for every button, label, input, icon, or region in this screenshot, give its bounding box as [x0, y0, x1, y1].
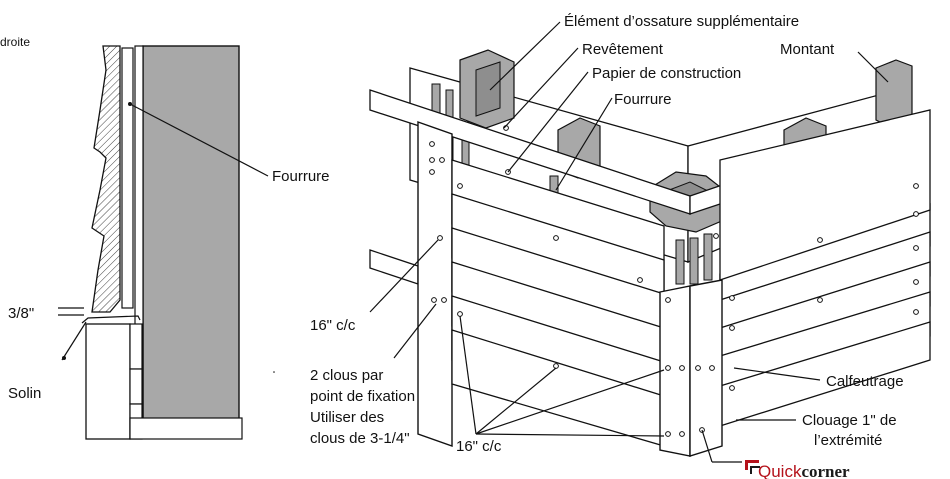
label-sheathing: Revêtement [582, 41, 664, 58]
label-nails-3: Utiliser des [310, 409, 384, 426]
label-nailing-1: Clouage 1" de [802, 412, 897, 429]
label-nails-1: 2 clous par [310, 367, 383, 384]
label-flashing: Solin [8, 385, 41, 402]
label-extra-framing: Élément d’ossature supplémentaire [564, 13, 799, 30]
furring-strip [703, 233, 713, 281]
corner-board-side [689, 279, 723, 457]
label-spacing-bottom: 16" c/c [456, 438, 502, 455]
brand-logo: Quickcorner [745, 460, 850, 479]
siding-profile [91, 45, 121, 313]
furring-section [121, 47, 134, 309]
flashing [81, 315, 141, 324]
corner-perspective: Élément d’ossature supplémentaire Revête… [310, 13, 931, 463]
label-gap: 3/8" [8, 305, 34, 322]
label-nailing-2: l’extrémité [814, 432, 882, 449]
label-furring-section: Fourrure [272, 168, 330, 185]
label-nails-2: point de fixation [310, 388, 415, 405]
furring-strip [689, 237, 699, 285]
furring-strip [675, 239, 685, 285]
foundation-block [85, 323, 131, 440]
siding-left-wall [451, 159, 665, 447]
label-nails-4: clous de 3-1/4" [310, 430, 410, 447]
corner-board-front [659, 285, 691, 457]
label-stud: Montant [780, 41, 835, 58]
siding-right-wall [719, 109, 931, 427]
foundation-block [129, 368, 143, 405]
foundation-block [129, 323, 143, 370]
label-furring: Fourrure [614, 91, 672, 108]
label-caulking: Calfeutrage [826, 373, 904, 390]
logo-corner-mark [745, 460, 759, 470]
label-building-paper: Papier de construction [592, 65, 741, 82]
lower-board-stub [369, 249, 419, 285]
label-spacing-left: 16" c/c [310, 317, 356, 334]
section-view: droite Fourrure 3/8" Solin [0, 35, 330, 440]
label-left-fragment: droite [0, 35, 30, 49]
leader-lines [369, 21, 889, 463]
brand-name: Quickcorner [758, 462, 850, 479]
foundation-base [129, 417, 243, 440]
corner-board-left [417, 121, 453, 447]
stud-block [475, 61, 501, 117]
nails [429, 125, 919, 437]
wall-section [142, 45, 240, 439]
